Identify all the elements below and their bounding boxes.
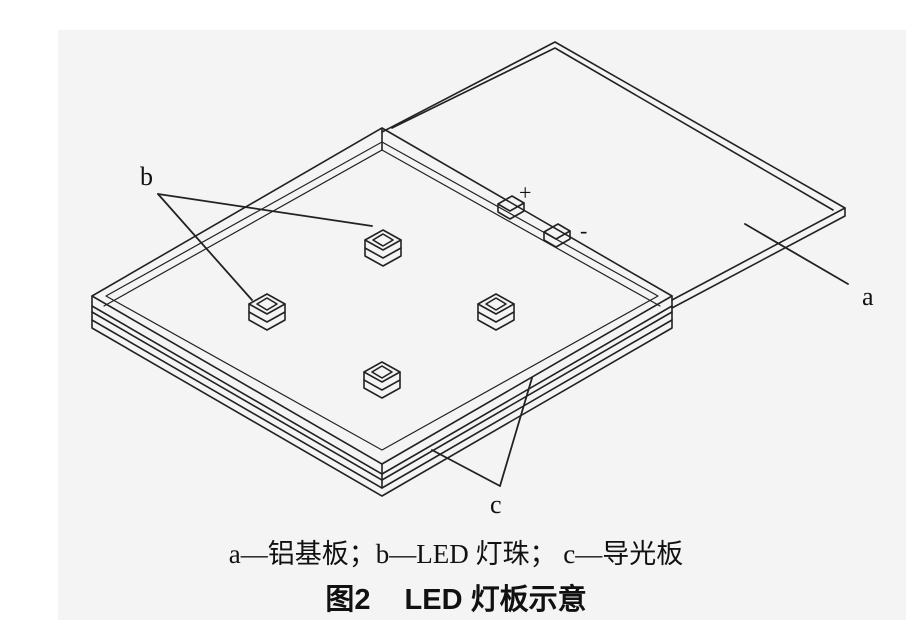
figure-background: [58, 30, 906, 620]
led-bead-3: [477, 293, 515, 331]
aluminum-substrate: [381, 41, 846, 309]
led-bead-4: [363, 361, 401, 399]
light-guide-plate: [91, 127, 673, 497]
label-a: a: [862, 282, 874, 311]
label-b: b: [140, 162, 153, 191]
figure-number: 图2: [325, 584, 371, 616]
figure-caption: 图2 LED 灯板示意: [0, 576, 912, 618]
connector-pads: [497, 195, 571, 248]
figure-legend: a—铝基板；b—LED 灯珠； c—导光板: [228, 539, 684, 569]
label-minus: -: [580, 218, 588, 243]
label-c: c: [490, 490, 502, 519]
figure-title: LED 灯板示意: [404, 584, 587, 616]
label-plus: +: [519, 180, 532, 205]
leader-lines: [157, 193, 849, 487]
led-bead-1: [364, 229, 402, 267]
led-bead-2: [248, 293, 286, 331]
